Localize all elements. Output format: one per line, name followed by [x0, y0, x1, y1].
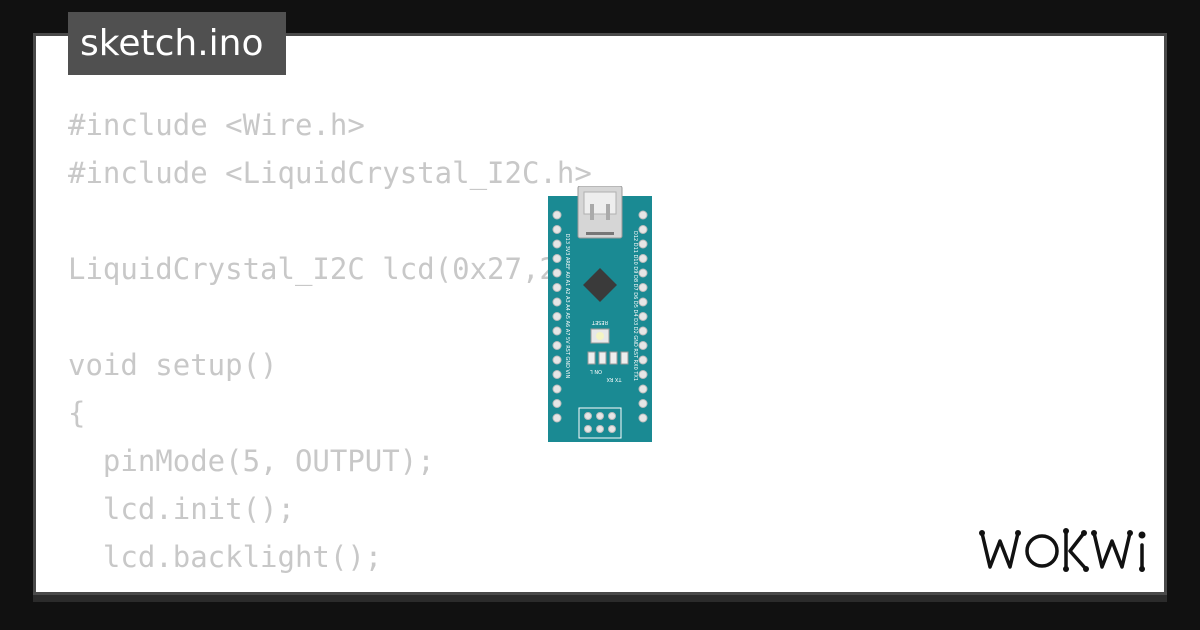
pin-hole[interactable]: [638, 413, 648, 423]
pin-hole[interactable]: [638, 355, 648, 365]
pin-hole[interactable]: [552, 297, 562, 307]
icsp-pin: [608, 412, 616, 420]
card-shadow: [33, 595, 1167, 602]
pin-hole[interactable]: [638, 254, 648, 263]
icsp-pin: [584, 412, 592, 420]
pin-hole[interactable]: [638, 312, 648, 321]
pin-hole[interactable]: [638, 341, 648, 350]
arduino-nano-board[interactable]: RESET ON L TX RX D13 3V3 AREF A0 A1 A2 A…: [548, 186, 652, 442]
pin-hole[interactable]: [638, 297, 648, 307]
pin-hole[interactable]: [552, 283, 562, 292]
file-tab[interactable]: sketch.ino: [68, 12, 286, 75]
pin-hole[interactable]: [552, 312, 562, 321]
code-line: void setup(): [68, 348, 278, 382]
code-line: lcd.setCursor(0,0);: [68, 588, 435, 592]
icsp-pin: [584, 425, 592, 433]
pin-hole[interactable]: [638, 239, 648, 249]
led-labels: ON L: [590, 368, 602, 374]
pin-hole[interactable]: [552, 254, 562, 263]
pin-hole[interactable]: [638, 283, 648, 292]
code-line: lcd.init();: [68, 492, 295, 526]
icsp-pin: [596, 425, 604, 433]
pin-hole[interactable]: [552, 384, 562, 394]
pin-hole[interactable]: [552, 399, 562, 408]
txrx-label: TX RX: [606, 376, 623, 382]
status-leds: [587, 351, 629, 365]
pin-hole[interactable]: [552, 341, 562, 350]
pin-hole[interactable]: [552, 268, 562, 278]
pin-hole[interactable]: [638, 399, 648, 408]
wokwi-logo-mark: [979, 528, 1146, 572]
reset-label: RESET: [591, 319, 608, 325]
pin-hole[interactable]: [552, 225, 562, 234]
pin-hole[interactable]: [552, 210, 562, 220]
icsp-header: [578, 407, 622, 439]
code-line: {: [68, 396, 86, 430]
pin-hole[interactable]: [638, 268, 648, 278]
pin-hole[interactable]: [638, 225, 648, 234]
pin-hole[interactable]: [638, 370, 648, 379]
code-editor: #include <Wire.h> #include <LiquidCrysta…: [68, 101, 644, 592]
pin-hole[interactable]: [638, 326, 648, 336]
pin-hole[interactable]: [638, 384, 648, 394]
code-line: lcd.backlight();: [68, 540, 383, 574]
right-pin-labels: D12 D11 D10 D9 D8 D7 D6 D5 D4 D3 D2 GND …: [632, 231, 638, 381]
icsp-pin: [596, 412, 604, 420]
code-line: pinMode(5, OUTPUT);: [68, 444, 435, 478]
preview-card: #include <Wire.h> #include <LiquidCrysta…: [33, 33, 1167, 595]
pin-hole[interactable]: [552, 326, 562, 336]
code-line: #include <LiquidCrystal_I2C.h>: [68, 156, 592, 190]
board-graphic: RESET ON L TX RX D13 3V3 AREF A0 A1 A2 A…: [548, 186, 652, 442]
pin-hole[interactable]: [638, 210, 648, 220]
pin-hole[interactable]: [552, 370, 562, 379]
wokwi-logo: [978, 527, 1150, 575]
pin-hole[interactable]: [552, 413, 562, 423]
icsp-pin: [608, 425, 616, 433]
pin-hole[interactable]: [552, 239, 562, 249]
left-pin-labels: D13 3V3 AREF A0 A1 A2 A3 A4 A5 A6 A7 5V …: [564, 234, 570, 379]
pin-hole[interactable]: [552, 355, 562, 365]
pin-holes: [552, 210, 648, 423]
code-line: #include <Wire.h>: [68, 108, 365, 142]
